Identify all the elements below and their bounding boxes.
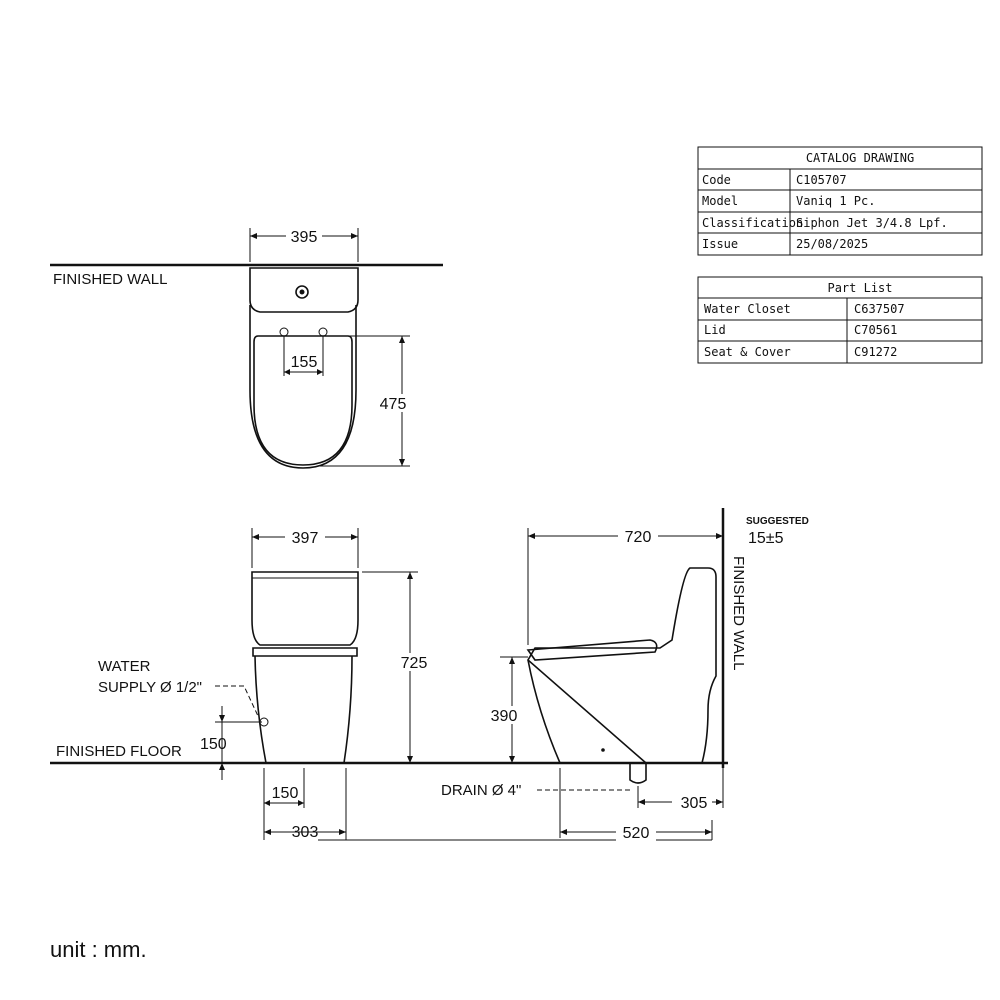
water-supply-leader bbox=[215, 685, 259, 717]
finished-wall-side-label: FINISHED WALL bbox=[730, 556, 747, 670]
catalog-code-label: Code bbox=[702, 173, 731, 187]
part-list-title: Part List bbox=[827, 281, 892, 295]
pedestal-front-outline bbox=[254, 655, 353, 764]
dim-drain-from-wall: 305 bbox=[681, 795, 708, 812]
dim-top-width: 395 bbox=[291, 229, 318, 246]
dim-side-length: 720 bbox=[625, 529, 652, 546]
dim-front-width: 397 bbox=[292, 530, 319, 547]
water-supply-label-line2: SUPPLY Ø 1/2" bbox=[98, 679, 202, 696]
dim-front-drain-offset: 303 bbox=[292, 824, 319, 841]
catalog-model-value: Vaniq 1 Pc. bbox=[796, 194, 875, 208]
finished-wall-top-label: FINISHED WALL bbox=[53, 271, 167, 288]
dim-bolt-spacing: 155 bbox=[291, 354, 318, 371]
tank-top-outline bbox=[249, 267, 359, 313]
catalog-title: CATALOG DRAWING bbox=[806, 151, 914, 165]
part-list-table: Part List Water Closet C637507 Lid C7056… bbox=[697, 276, 983, 364]
water-supply-label-line1: WATER bbox=[98, 658, 151, 675]
front-view: 397 725 WATER SUPPLY Ø 1/2" 150 150 303 bbox=[98, 528, 712, 841]
dim-wall-gap: 15±5 bbox=[748, 530, 784, 547]
part-lid-value: C70561 bbox=[854, 323, 897, 337]
catalog-model-label: Model bbox=[702, 194, 738, 208]
part-seat-value: C91272 bbox=[854, 345, 897, 359]
drain-pipe-outline bbox=[629, 763, 647, 784]
part-lid-label: Lid bbox=[704, 323, 726, 337]
top-view: FINISHED WALL 395 155 475 bbox=[50, 227, 443, 469]
catalog-issue-value: 25/08/2025 bbox=[796, 237, 868, 251]
body-side-outline bbox=[526, 567, 717, 764]
catalog-classification-value: Siphon Jet 3/4.8 Lpf. bbox=[796, 216, 948, 230]
unit-label: unit : mm. bbox=[50, 937, 147, 962]
dim-front-height: 725 bbox=[401, 655, 428, 672]
catalog-issue-label: Issue bbox=[702, 237, 738, 251]
dim-seat-height: 390 bbox=[491, 708, 518, 725]
suggested-label: SUGGESTED bbox=[746, 516, 809, 527]
part-water-closet-label: Water Closet bbox=[704, 302, 791, 316]
hinge-bolt-right-icon bbox=[318, 327, 328, 337]
seat-side-outline bbox=[526, 639, 658, 661]
flush-button-center-icon bbox=[299, 289, 305, 295]
finished-floor-label: FINISHED FLOOR bbox=[56, 743, 182, 760]
tank-front-outline bbox=[251, 571, 359, 646]
dim-supply-height: 150 bbox=[200, 736, 227, 753]
dim-supply-offset: 150 bbox=[272, 785, 299, 802]
dim-side-drain-distance: 520 bbox=[623, 825, 650, 842]
catalog-table: CATALOG DRAWING Code C105707 Model Vaniq… bbox=[697, 146, 983, 256]
catalog-code-value: C105707 bbox=[796, 173, 847, 187]
catalog-classification-label: Classification bbox=[702, 216, 803, 230]
seat-front-outline bbox=[252, 647, 358, 657]
hinge-bolt-left-icon bbox=[279, 327, 289, 337]
side-view: FINISHED WALL 720 SUGGESTED 15±5 390 DRA… bbox=[441, 508, 809, 842]
part-seat-label: Seat & Cover bbox=[704, 345, 791, 359]
part-water-closet-value: C637507 bbox=[854, 302, 905, 316]
bowl-outer-outline bbox=[249, 305, 357, 469]
flush-button-icon bbox=[295, 285, 309, 299]
seat-outline bbox=[253, 335, 353, 466]
drain-label: DRAIN Ø 4" bbox=[441, 782, 521, 799]
dim-top-depth: 475 bbox=[380, 396, 407, 413]
